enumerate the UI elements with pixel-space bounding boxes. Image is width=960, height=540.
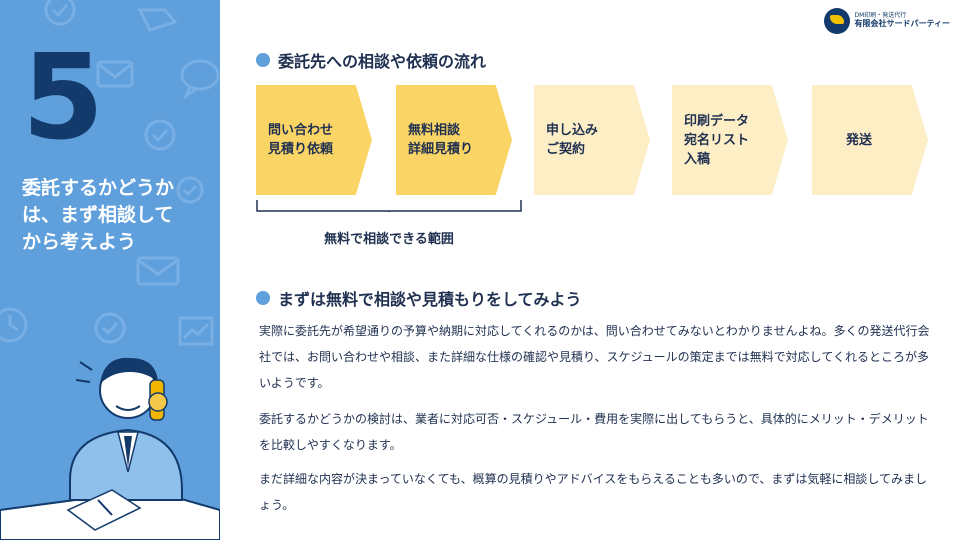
logo-company-name: 有限会社サードパーティー [854, 18, 950, 28]
check-icon [94, 312, 126, 344]
mail-icon [96, 60, 134, 88]
left-panel: 5 委託するかどうか は、まず相談して から考えよう [0, 0, 220, 540]
flow-step-5: 発送 [812, 85, 928, 195]
flow-heading: 委託先への相談や依頼の流れ [256, 48, 486, 72]
flow-step-3: 申し込み ご契約 [534, 85, 650, 195]
logo-mark-icon [824, 8, 851, 34]
flow-step-label: 申し込み ご契約 [546, 123, 599, 157]
flow-heading-text: 委託先への相談や依頼の流れ [278, 52, 487, 71]
flow-step-1: 問い合わせ 見積り依頼 [256, 85, 372, 195]
chat-icon [180, 59, 220, 100]
left-title: 委託するかどうか は、まず相談して から考えよう [22, 177, 175, 253]
flow-step-4: 印刷データ 宛名リスト 入稿 [672, 85, 788, 195]
company-logo: DM印刷・発送代行 有限会社サードパーティー [824, 8, 950, 34]
free-range-label: 無料で相談できる範囲 [324, 232, 454, 247]
free-range-bracket [256, 200, 522, 212]
clock-icon [0, 307, 28, 343]
bullet-icon [256, 53, 270, 67]
logo-text: DM印刷・発送代行 有限会社サードパーティー [854, 13, 950, 28]
check-icon [144, 119, 176, 151]
body-paragraph-1: 実際に委託先が希望通りの予算や納期に対応してくれるのかは、問い合わせてみないとわ… [259, 324, 930, 390]
flow-step-2: 無料相談 詳細見積り [396, 85, 512, 195]
bullet-icon [256, 291, 270, 305]
check-icon [176, 176, 204, 204]
flow-steps: 問い合わせ 見積り依頼 無料相談 詳細見積り 申し込み ご契約 印刷データ 宛名… [256, 85, 936, 195]
section-number: 5 [22, 28, 105, 166]
tag-icon [137, 8, 178, 32]
body-paragraph-2: 委託するかどうかの検討は、業者に対応可否・スケジュール・費用を実際に出してもらう… [259, 412, 929, 452]
consult-heading-text: まずは無料で相談や見積もりをしてみよう [278, 290, 582, 309]
mail-icon [136, 256, 180, 286]
check-icon [44, 0, 76, 26]
flow-step-label: 問い合わせ 見積り依頼 [268, 123, 334, 157]
body-paragraph-3: まだ詳細な内容が決まっていなくても、概算の見積りやアドバイスをもらえることも多い… [259, 472, 928, 512]
flow-step-label: 発送 [846, 132, 873, 148]
flow-step-label: 印刷データ 宛名リスト 入稿 [684, 113, 750, 167]
consult-heading: まずは無料で相談や見積もりをしてみよう [256, 286, 582, 310]
logo-subtitle: DM印刷・発送代行 [854, 12, 907, 20]
chart-icon [178, 316, 214, 346]
flow-step-label: 無料相談 詳細見積り [408, 123, 474, 157]
background-icons [0, 0, 220, 346]
person-on-phone-illustration [0, 357, 220, 540]
